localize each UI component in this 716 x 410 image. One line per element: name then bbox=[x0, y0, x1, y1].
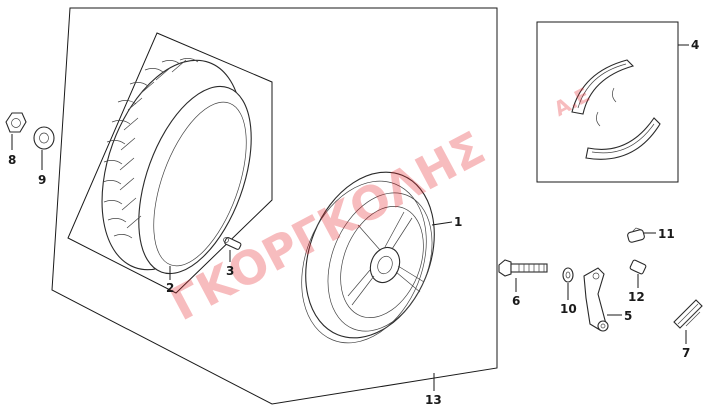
callout-6: 6 bbox=[512, 294, 520, 308]
callout-13: 13 bbox=[425, 393, 442, 407]
brake-shoes bbox=[571, 59, 661, 160]
callout-9: 9 bbox=[38, 173, 46, 187]
callout-8: 8 bbox=[8, 153, 16, 167]
callout-3: 3 bbox=[226, 264, 234, 278]
callout-5: 5 bbox=[624, 309, 632, 323]
tire-group-outline bbox=[67, 32, 273, 294]
brake-cam bbox=[627, 227, 645, 243]
brake-arm bbox=[583, 267, 609, 332]
valve bbox=[223, 237, 242, 250]
callout-1: 1 bbox=[454, 215, 462, 229]
brake-shoe-box bbox=[536, 21, 679, 183]
wheel-rim bbox=[301, 171, 435, 344]
axle-bolt bbox=[498, 259, 548, 277]
assembly-outline bbox=[51, 7, 498, 405]
nut bbox=[5, 112, 27, 133]
callout-11: 11 bbox=[658, 227, 675, 241]
leader-lines bbox=[11, 44, 689, 391]
callout-2: 2 bbox=[166, 281, 174, 295]
callout-7: 7 bbox=[682, 346, 690, 360]
callout-10: 10 bbox=[560, 302, 577, 316]
callout-12: 12 bbox=[628, 290, 645, 304]
callout-4: 4 bbox=[691, 38, 699, 52]
washer bbox=[33, 126, 55, 150]
small-washer bbox=[562, 267, 574, 283]
tire bbox=[101, 58, 252, 275]
pin bbox=[629, 259, 647, 275]
spring bbox=[673, 299, 703, 329]
